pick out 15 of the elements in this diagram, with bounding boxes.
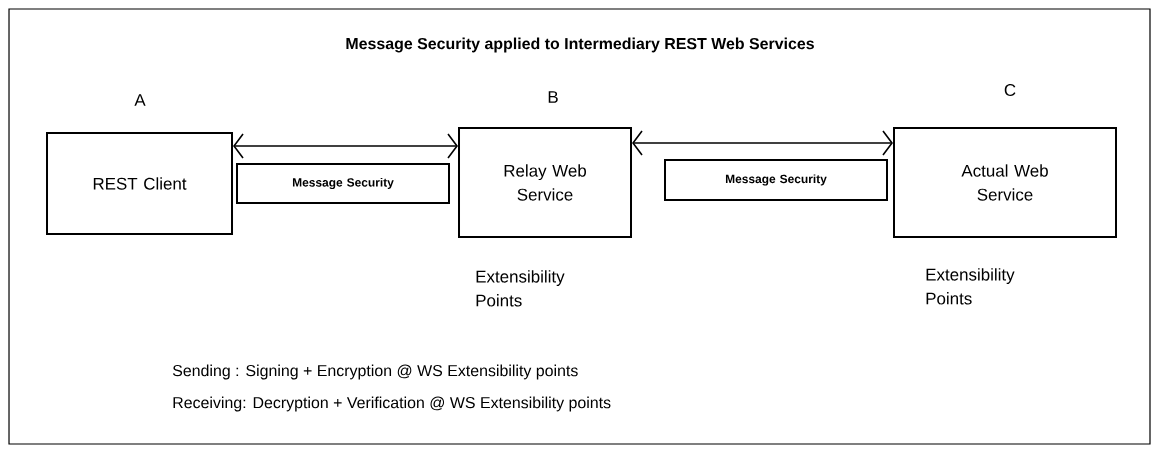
- note: Extensibility Points: [476, 270, 565, 307]
- service-box: Relay Web Service: [458, 127, 632, 238]
- label-box: Message Security: [664, 159, 888, 201]
- service-box: Actual Web Service: [893, 127, 1117, 238]
- column-letter: A: [134, 94, 146, 106]
- title: Message Security applied to Intermediary REST Web Services: [346, 37, 814, 53]
- note: Sending : Signing + Encryption @ WS Extensibility points: [172, 364, 578, 380]
- note: Receiving: Decryption + Verification @ WS Extensibility points: [173, 396, 611, 412]
- note: Extensibility Points: [926, 268, 1015, 305]
- service-box: REST Client: [46, 132, 233, 235]
- column-letter: B: [548, 91, 558, 103]
- label-box: Message Security: [236, 163, 450, 204]
- double-arrow: [233, 133, 458, 159]
- double-arrow: [632, 130, 893, 156]
- column-letter: C: [1004, 84, 1016, 96]
